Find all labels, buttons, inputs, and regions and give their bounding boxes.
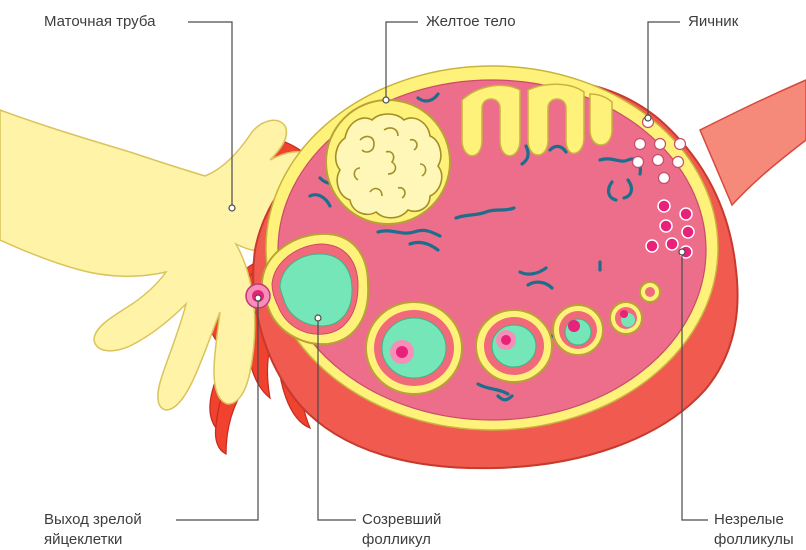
- label-ovary: Яичник: [688, 12, 738, 32]
- follicle-medium: [476, 310, 552, 382]
- label-immature-follicles: Незрелые фолликулы: [714, 510, 794, 550]
- corpus-luteum: [326, 100, 450, 224]
- label-mature-follicle: Созревший фолликул: [362, 510, 441, 550]
- label-mature-follicle-line2: фолликул: [362, 530, 441, 550]
- label-uterine-tube: Маточная труба: [44, 12, 155, 32]
- label-mature-follicle-line1: Созревший: [362, 510, 441, 530]
- follicle-smaller: [610, 302, 642, 334]
- ovarian-ligament: [700, 80, 806, 205]
- label-corpus-luteum: Желтое тело: [426, 12, 516, 32]
- label-egg-release-line2: яйцеклетки: [44, 530, 142, 550]
- label-immature-follicles-line2: фолликулы: [714, 530, 794, 550]
- label-egg-release: Выход зрелой яйцеклетки: [44, 510, 142, 550]
- follicle-large: [366, 302, 462, 394]
- follicle-tiny: [640, 282, 660, 302]
- follicle-small: [553, 305, 603, 355]
- label-immature-follicles-line1: Незрелые: [714, 510, 794, 530]
- label-egg-release-line1: Выход зрелой: [44, 510, 142, 530]
